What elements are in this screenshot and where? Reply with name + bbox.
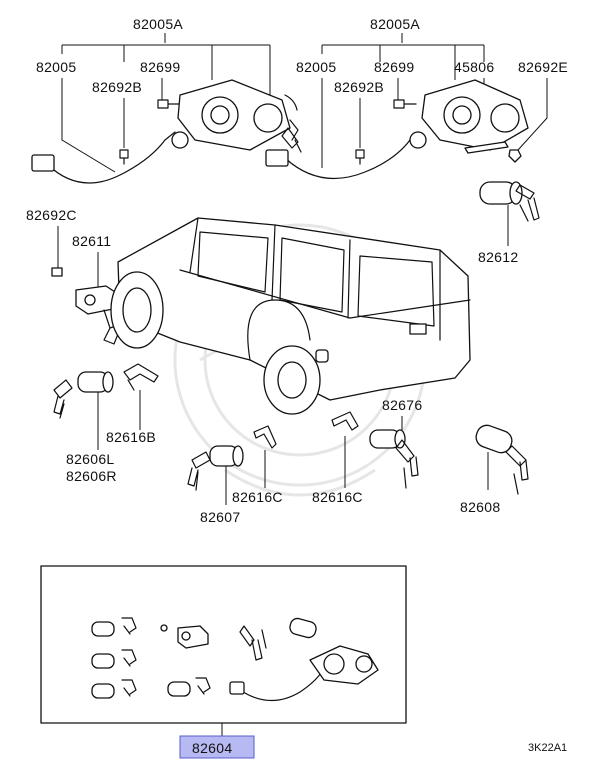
- ignition-switch-assembly-left: [171, 79, 302, 153]
- screw-82699-right: [393, 99, 417, 109]
- lock-set-kit-box: [40, 565, 407, 738]
- group-82607: 82607 82616C: [187, 425, 283, 525]
- diagram-code: 3K22A1: [528, 742, 567, 754]
- kit-cylinder-3: [91, 679, 137, 699]
- connector-plug-right: [265, 149, 289, 167]
- label-82606R[interactable]: 82606R: [66, 468, 117, 484]
- door-cylinder-82606: [53, 371, 114, 419]
- key-ignition-left: [281, 127, 302, 153]
- vehicle-illustration: [110, 217, 471, 415]
- group-82676: 82616C 82676: [312, 397, 422, 505]
- clip-82692E: [508, 149, 522, 163]
- screw-82692C: [51, 267, 63, 277]
- kit-keys: [239, 625, 267, 661]
- label-82692B-right[interactable]: 82692B: [334, 79, 384, 95]
- label-82005-right[interactable]: 82005: [296, 59, 336, 75]
- label-45806[interactable]: 45806: [454, 59, 494, 75]
- bracket-45806: [464, 141, 509, 154]
- label-82692C[interactable]: 82692C: [26, 207, 77, 223]
- screw-82699-left: [157, 99, 181, 109]
- clip-82616B: [123, 363, 159, 391]
- label-82608[interactable]: 82608: [460, 499, 500, 515]
- group-ignition-right: 82005A 82005 82699 45806 82692E 82692B: [265, 16, 568, 179]
- label-82611[interactable]: 82611: [72, 233, 111, 249]
- label-82612[interactable]: 82612: [478, 249, 518, 265]
- screw-82692B-right: [355, 149, 365, 165]
- ignition-switch-assembly-right: [409, 79, 529, 151]
- label-82676[interactable]: 82676: [382, 397, 422, 413]
- tailgate-lock-82612: 82612: [478, 181, 540, 265]
- label-82604[interactable]: 82604: [192, 740, 232, 756]
- kit-cylinder-5: [289, 617, 317, 639]
- clip-82616C-right: [331, 411, 359, 431]
- kit-ignition-harness: [229, 645, 379, 702]
- label-82616B[interactable]: 82616B: [106, 429, 156, 445]
- kit-door-lock: [160, 624, 209, 649]
- label-82607[interactable]: 82607: [200, 509, 240, 525]
- group-door-left: 82692C 82611 82616B 82606L 82606R: [26, 207, 159, 484]
- label-82005-left[interactable]: 82005: [36, 59, 76, 75]
- label-82005A-left[interactable]: 82005A: [133, 16, 183, 32]
- group-ignition-left: 82005A 82005 82699 82692B: [31, 16, 302, 184]
- door-lock-82611: [75, 285, 119, 345]
- part-number-highlight-82604: [179, 735, 255, 759]
- group-82608: 82608: [460, 424, 529, 515]
- cylinder-82608: [475, 424, 513, 454]
- kit-cylinder-1: [91, 617, 137, 637]
- connector-plug-left: [31, 154, 55, 172]
- label-82005A-right[interactable]: 82005A: [370, 16, 420, 32]
- screw-82692B-left: [119, 149, 129, 165]
- label-82699-right[interactable]: 82699: [374, 59, 414, 75]
- kit-cylinder-2: [91, 649, 137, 669]
- label-82692B-left[interactable]: 82692B: [92, 79, 142, 95]
- clip-82616C-left: [253, 425, 277, 449]
- label-82616C-left[interactable]: 82616C: [232, 489, 283, 505]
- label-82606L[interactable]: 82606L: [66, 451, 115, 467]
- label-82692E[interactable]: 82692E: [518, 59, 568, 75]
- label-82616C-right[interactable]: 82616C: [312, 489, 363, 505]
- kit-cylinder-4: [167, 677, 211, 697]
- label-82699-left[interactable]: 82699: [140, 59, 180, 75]
